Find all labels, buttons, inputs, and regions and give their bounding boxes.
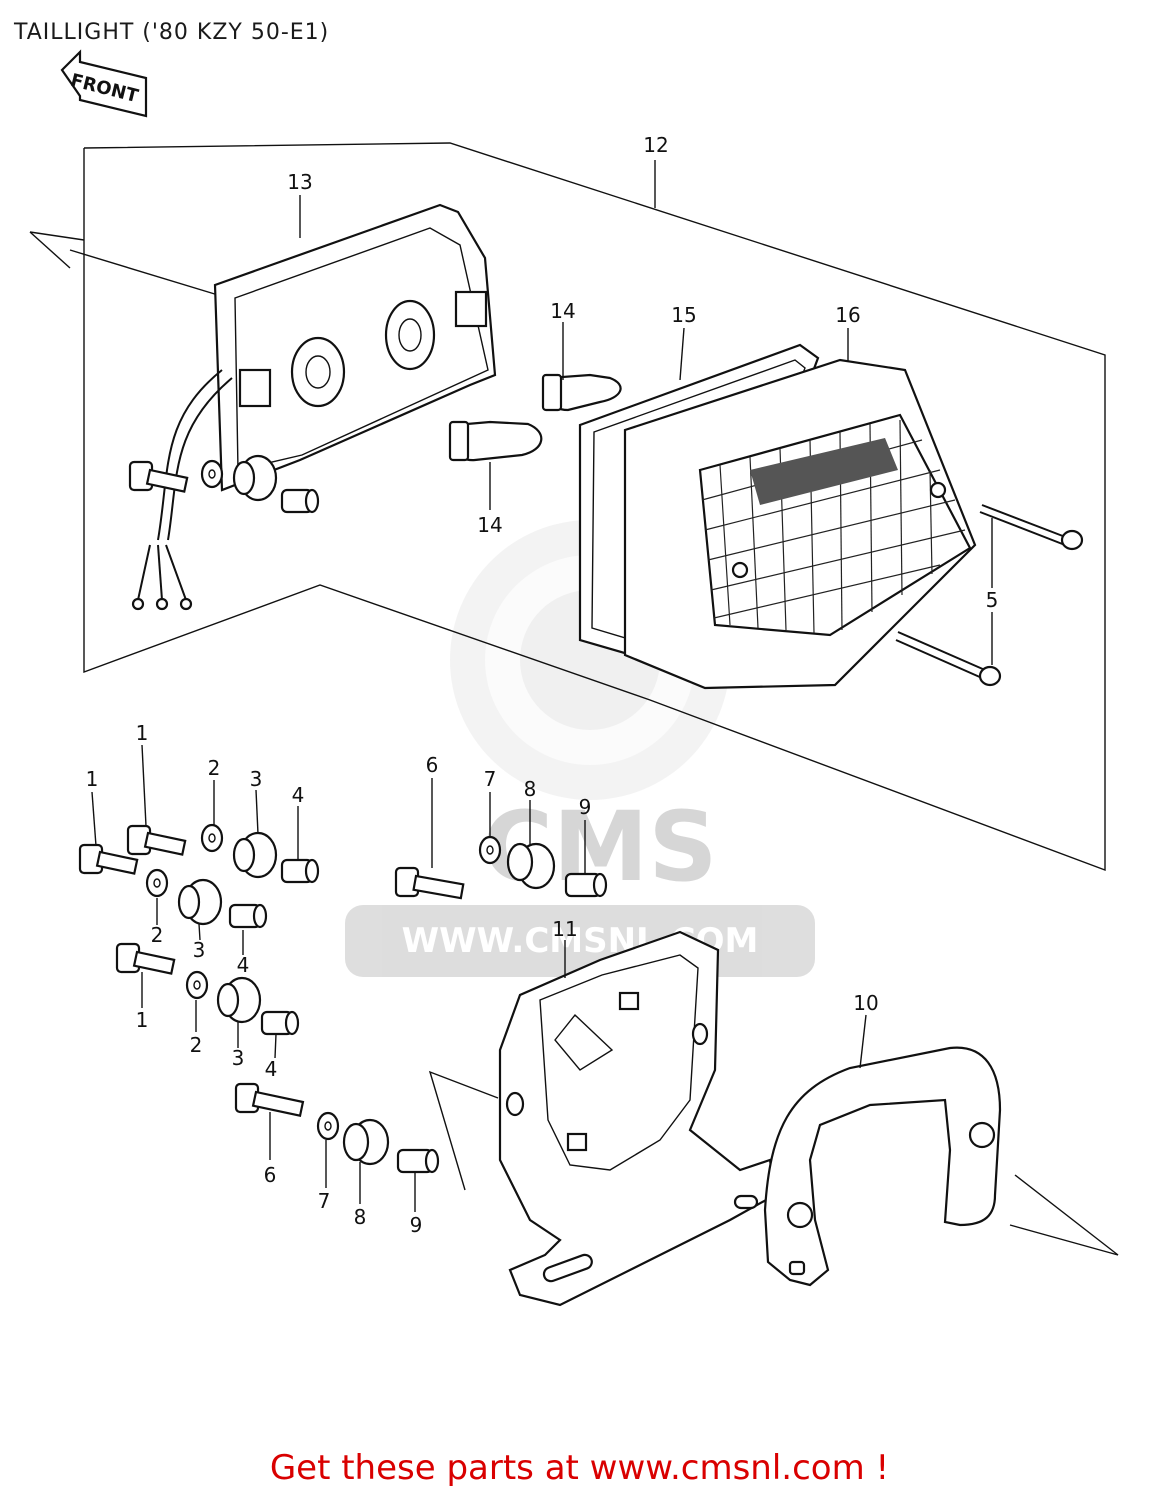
- callout-8: 8: [524, 777, 537, 801]
- part-16-lens: [623, 358, 977, 690]
- part-4-collar-c: [260, 1010, 300, 1036]
- callout-4: 4: [237, 953, 250, 977]
- part-9-collar-b: [396, 1148, 440, 1174]
- callout-15: 15: [671, 303, 696, 327]
- assembly-outline: [29, 142, 1106, 872]
- part-4-collar-top: [280, 858, 320, 884]
- callout-1: 1: [136, 721, 149, 745]
- part-10-grab-handle: [763, 1046, 1002, 1287]
- part-5-screw-lower: [895, 631, 1002, 687]
- callout-9: 9: [410, 1213, 423, 1237]
- callout-9: 9: [579, 795, 592, 819]
- part-3-grommet-a: [232, 454, 278, 502]
- callout-6: 6: [264, 1163, 277, 1187]
- part-3-grommet-c: [216, 976, 262, 1024]
- front-arrow-icon: FRONT: [60, 49, 148, 118]
- part-6-bolt-b: [234, 1082, 305, 1117]
- part-4-collar-b: [228, 903, 268, 929]
- callout-7: 7: [484, 767, 497, 791]
- callout-4: 4: [292, 783, 305, 807]
- part-1-bolt-a: [128, 460, 189, 493]
- callout-6: 6: [426, 753, 439, 777]
- part-13-lamp-base: [131, 203, 497, 611]
- part-8-grommet-b: [342, 1118, 390, 1166]
- part-2-washer-a: [200, 459, 224, 489]
- part-7-washer-b: [316, 1111, 340, 1141]
- callout-7: 7: [318, 1189, 331, 1213]
- part-8-grommet-a: [506, 842, 556, 890]
- diagram-title: TAILLIGHT ('80 KZY 50-E1): [14, 20, 330, 45]
- part-3-grommet-top: [232, 831, 278, 879]
- callout-12: 12: [643, 133, 668, 157]
- callout-16: 16: [835, 303, 860, 327]
- part-4-collar-a: [280, 488, 320, 514]
- part-3-grommet-b: [177, 878, 223, 926]
- callout-14: 14: [477, 513, 502, 537]
- callout-1: 1: [136, 1008, 149, 1032]
- callout-3: 3: [232, 1046, 245, 1070]
- part-11-bracket: [498, 930, 777, 1307]
- part-6-bolt-a: [394, 866, 465, 900]
- part-9-collar-a: [564, 872, 608, 898]
- part-14-bulb-upper: [541, 373, 622, 412]
- callout-3: 3: [193, 938, 206, 962]
- callout-4: 4: [265, 1057, 278, 1081]
- part-2-washer-b: [145, 868, 169, 898]
- leader-lines: [91, 195, 993, 1212]
- callout-11: 11: [552, 917, 577, 941]
- callout-13: 13: [287, 170, 312, 194]
- part-1-bolt-b: [78, 843, 139, 875]
- callout-14: 14: [550, 299, 575, 323]
- callout-2: 2: [190, 1033, 203, 1057]
- part-1-bolt-c: [115, 942, 176, 975]
- part-7-washer-a: [478, 835, 502, 865]
- callout-1: 1: [86, 767, 99, 791]
- callout-10: 10: [853, 991, 878, 1015]
- callout-labels: 12 13 14 15 16 14 5 1 1 2 3 4 2 3 4 1 2 …: [86, 133, 999, 1237]
- part-2-washer-top: [200, 823, 224, 853]
- part-5-screw-upper: [979, 504, 1084, 551]
- callout-2: 2: [208, 756, 221, 780]
- callout-8: 8: [354, 1205, 367, 1229]
- callout-5: 5: [986, 588, 999, 612]
- callout-3: 3: [250, 767, 263, 791]
- callout-2: 2: [151, 923, 164, 947]
- footer-link[interactable]: Get these parts at www.cmsnl.com !: [269, 1448, 890, 1488]
- part-2-washer-c: [185, 970, 209, 1000]
- part-1-bolt-top: [126, 824, 187, 856]
- part-14-bulb-lower: [448, 420, 543, 462]
